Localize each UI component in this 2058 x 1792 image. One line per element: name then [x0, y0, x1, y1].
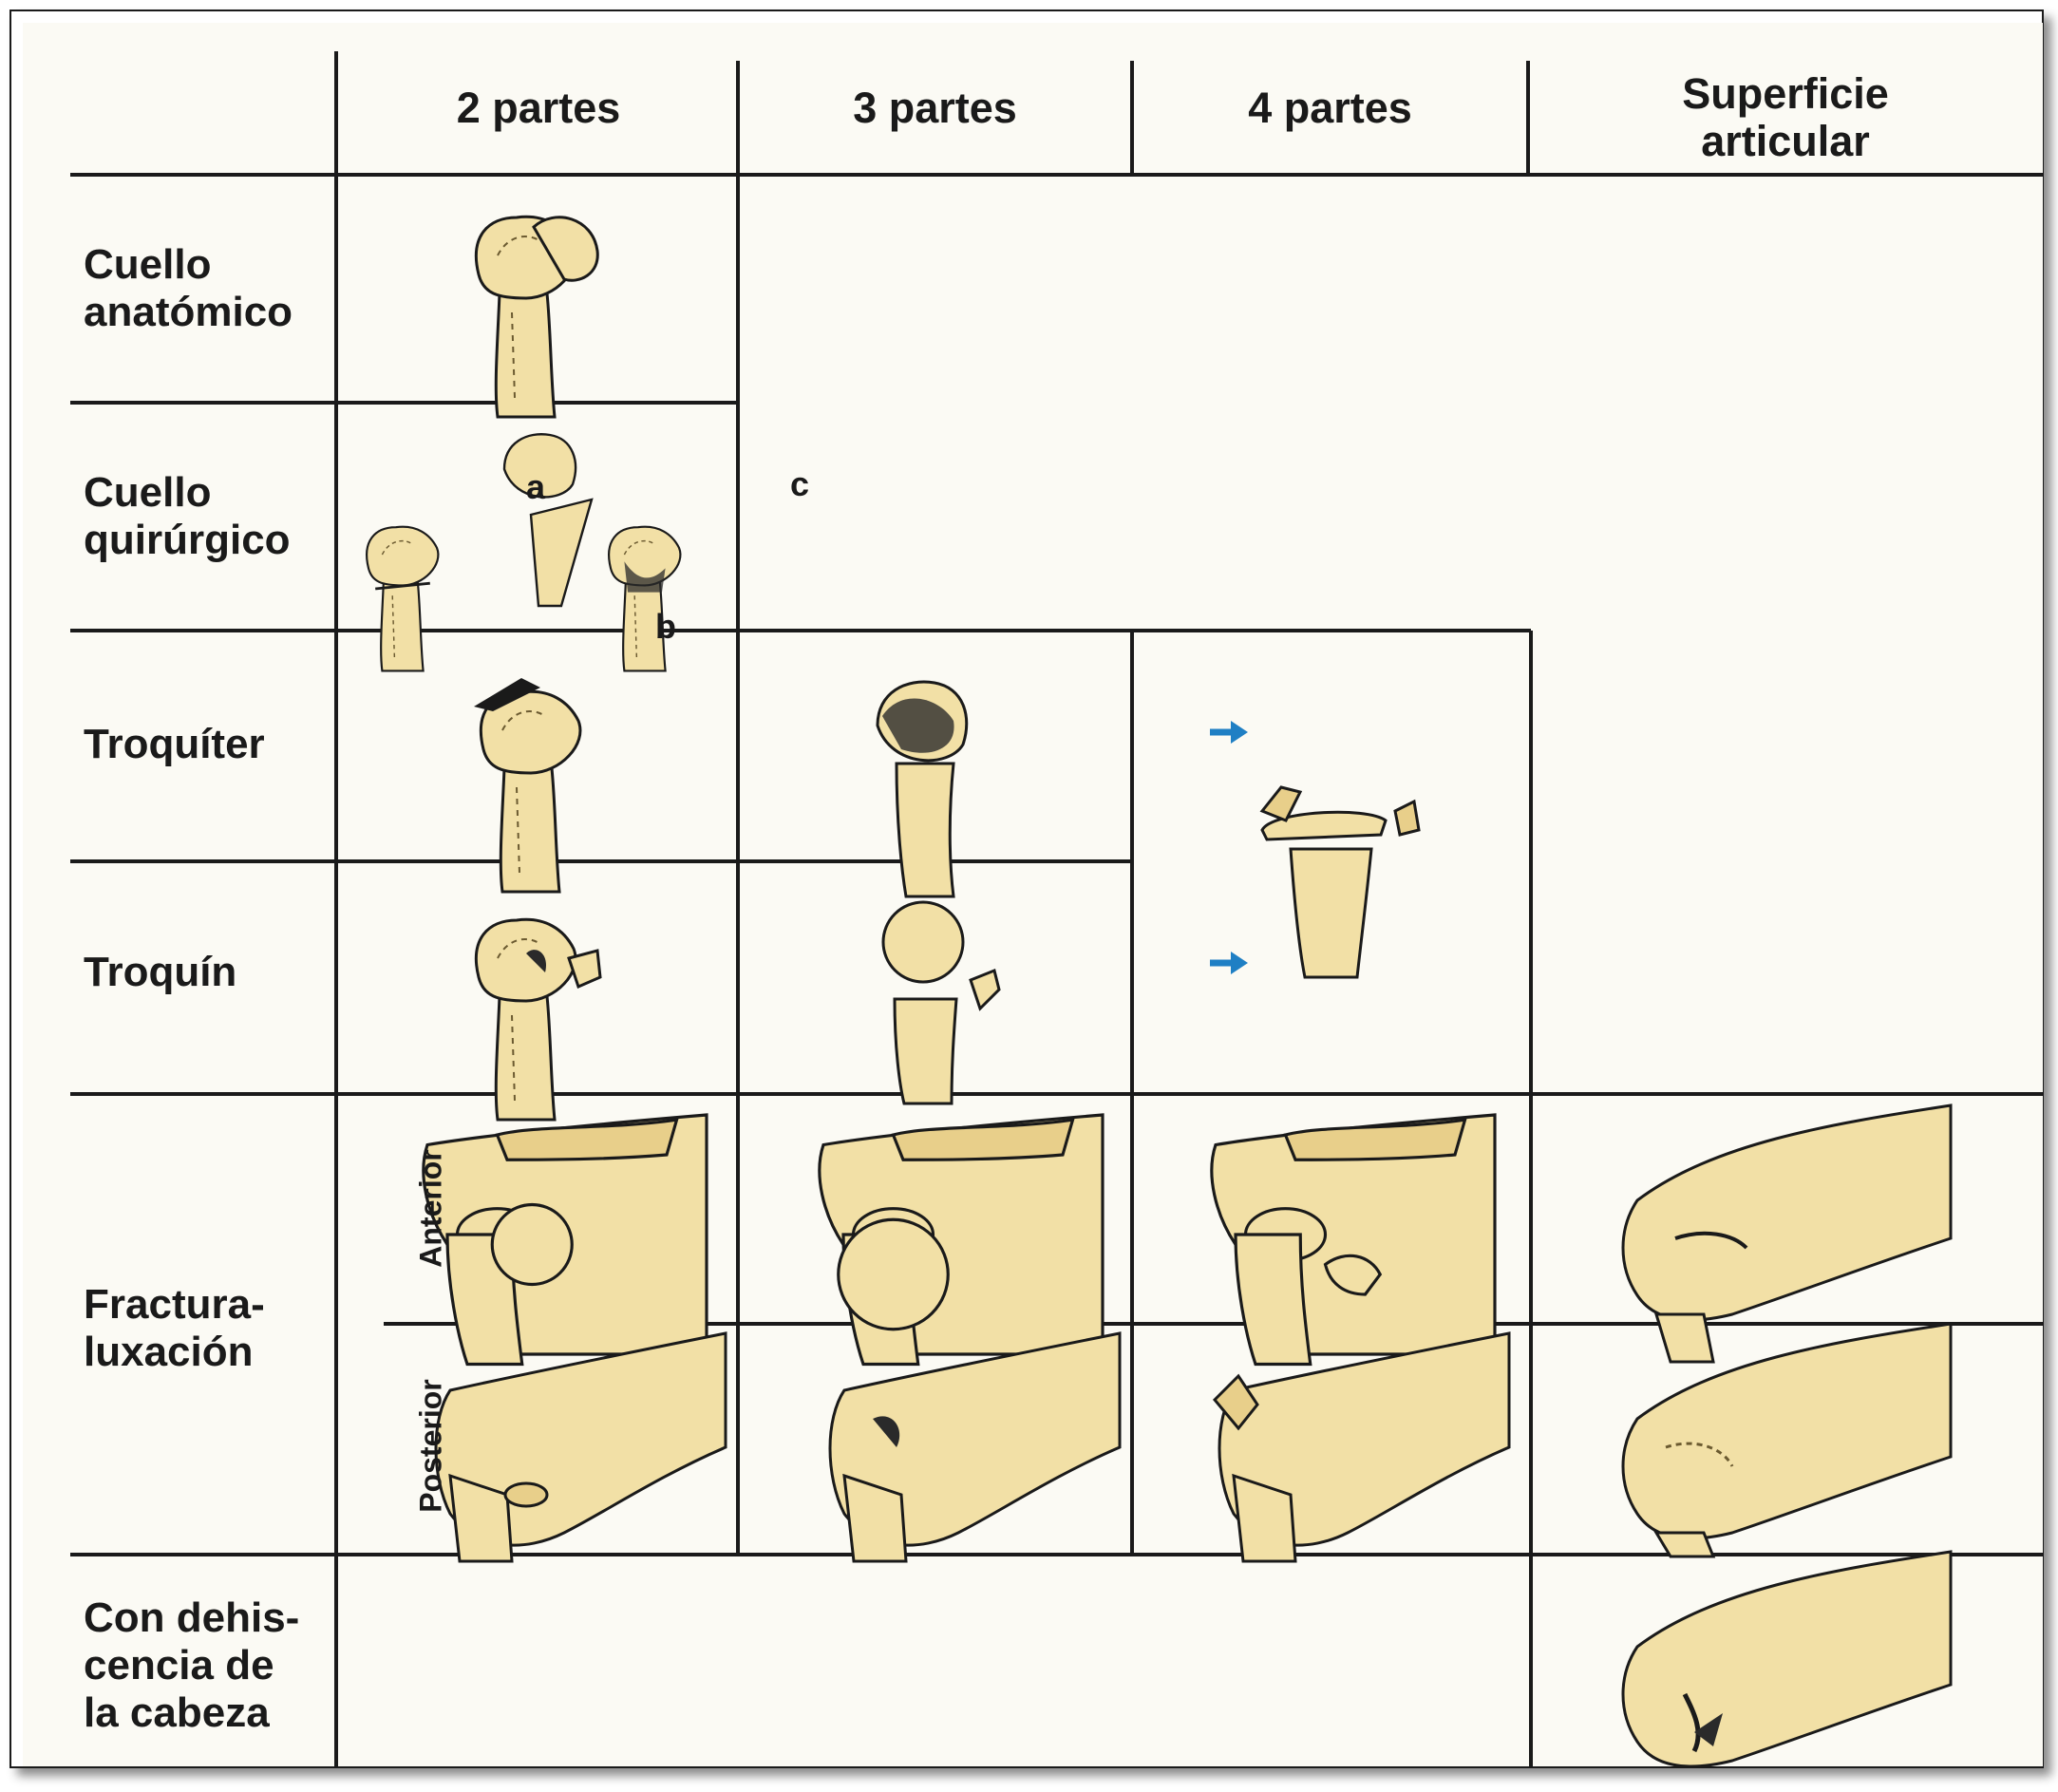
- sub-row-label-anterior: Anterior: [413, 1149, 448, 1268]
- row-label-greater-tuberosity: Troquíter: [84, 721, 265, 767]
- humerus-illustration-anatomic-neck: [474, 215, 599, 419]
- arrow-right-icon: [1210, 952, 1248, 974]
- shoulder-illustration-anterior-3: [818, 1113, 1105, 1367]
- grid-lines: [70, 51, 2043, 1766]
- shoulder-illustration-posterior-4: [1212, 1331, 1511, 1563]
- column-header-3-parts: 3 partes: [853, 84, 1017, 132]
- variant-letter-c: c: [790, 464, 810, 503]
- shoulder-illustration-posterior-2: [434, 1331, 727, 1563]
- humerus-illustration-surgical-neck-b: [502, 433, 594, 608]
- column-header-articular-surface: Superficie articular: [1682, 69, 1889, 165]
- humerus-illustration-lesser-tuberosity-3: [881, 900, 1001, 1105]
- humerus-illustration-lesser-tuberosity-2: [474, 917, 602, 1122]
- humerus-illustration-surgical-neck-a: [366, 525, 440, 672]
- variant-letter-a: a: [526, 467, 546, 506]
- table-artwork: [70, 51, 2043, 1766]
- sub-row-label-posterior: Posterior: [413, 1379, 448, 1513]
- variant-letter-b: b: [655, 607, 676, 646]
- column-header-4-parts: 4 partes: [1248, 84, 1412, 132]
- classification-table: 2 partes 3 partes 4 partes Superficie ar…: [23, 23, 2043, 1766]
- shoulder-illustration-posterior-3: [828, 1331, 1122, 1563]
- shoulder-illustration-head-split: [1621, 1550, 1953, 1766]
- row-label-surgical-neck: Cuello quirúrgico: [84, 469, 291, 563]
- humerus-illustration-surgical-neck-c: [608, 525, 682, 672]
- humerus-illustration-greater-tuberosity-2: [474, 678, 582, 894]
- row-label-fracture-dislocation: Fractura- luxación: [84, 1281, 265, 1375]
- shoulder-illustration-posterior-articular: [1621, 1322, 1953, 1558]
- column-header-2-parts: 2 partes: [456, 84, 621, 132]
- row-label-head-split: Con dehis- cencia de la cabeza: [84, 1594, 300, 1736]
- shoulder-illustration-anterior-2: [422, 1113, 708, 1367]
- shoulder-illustration-anterior-4: [1210, 1113, 1497, 1367]
- shoulder-illustration-anterior-articular: [1621, 1103, 1953, 1364]
- arrow-right-icon: [1210, 721, 1248, 744]
- humerus-illustration-greater-tuberosity-3: [876, 680, 969, 898]
- figure-frame: 2 partes 3 partes 4 partes Superficie ar…: [9, 9, 2044, 1768]
- row-label-lesser-tuberosity: Troquín: [84, 949, 237, 995]
- row-label-anatomic-neck: Cuello anatómico: [84, 241, 293, 335]
- humerus-illustration-four-part: [1259, 785, 1421, 979]
